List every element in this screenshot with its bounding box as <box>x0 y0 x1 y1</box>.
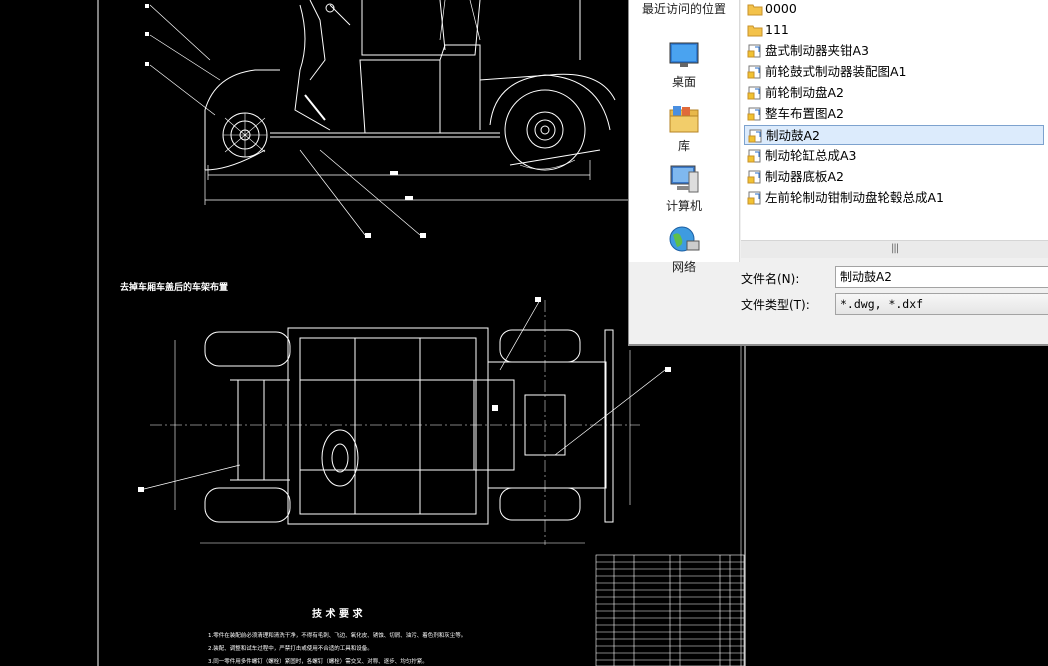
file-name: 0000 <box>765 1 797 16</box>
dwg-file-icon <box>747 107 761 121</box>
file-name: 制动轮缸总成A3 <box>765 148 857 163</box>
file-name: 111 <box>765 22 789 37</box>
drawing-section-title: 去掉车厢车盖后的车架布置 <box>120 281 228 293</box>
file-item[interactable]: 前轮鼓式制动器装配图A1 <box>744 62 1044 82</box>
dwg-file-icon <box>747 170 761 184</box>
dwg-file-icon <box>747 149 761 163</box>
place-label: 计算机 <box>665 199 702 213</box>
folder-item[interactable]: 0000 <box>744 0 1044 19</box>
place-library[interactable]: 库 <box>629 104 739 154</box>
folder-item[interactable]: 111 <box>744 20 1044 40</box>
file-item[interactable]: 盘式制动器夹钳A3 <box>744 41 1044 61</box>
horizontal-scrollbar[interactable]: ||| <box>741 240 1048 258</box>
filetype-select[interactable]: *.dwg, *.dxf <box>835 293 1048 315</box>
file-item[interactable]: 制动鼓A2 <box>744 125 1044 145</box>
filetype-label: 文件类型(T): <box>741 298 810 312</box>
place-desktop[interactable]: 桌面 <box>629 42 739 90</box>
file-name: 前轮制动盘A2 <box>765 85 845 100</box>
place-label: 库 <box>677 139 690 153</box>
file-name: 盘式制动器夹钳A3 <box>765 43 870 58</box>
dwg-file-icon <box>747 86 761 100</box>
place-label: 最近访问的位置 <box>641 2 726 16</box>
dwg-file-icon <box>747 191 761 205</box>
file-item[interactable]: 整车布置图A2 <box>744 104 1044 124</box>
file-item[interactable]: 制动轮缸总成A3 <box>744 146 1044 166</box>
tech-requirement-line: 3.同一零件用多件螺钉（螺栓）紧固时，各螺钉（螺栓）需交叉、对称、逐步、均匀拧紧… <box>208 657 428 665</box>
file-item[interactable]: 前轮制动盘A2 <box>744 83 1044 103</box>
dwg-file-icon <box>747 65 761 79</box>
place-label: 网络 <box>671 260 696 274</box>
tech-requirement-line: 2.装配、调整和试车过程中，严禁打击或使用不合适的工具和设备。 <box>208 644 373 652</box>
filename-label: 文件名(N): <box>741 272 800 286</box>
folder-icon <box>747 4 763 16</box>
file-name: 整车布置图A2 <box>765 106 845 121</box>
scrollbar-grip-icon: ||| <box>891 243 899 254</box>
tech-requirements-title: 技 术 要 求 <box>312 607 363 620</box>
file-item[interactable]: 制动器底板A2 <box>744 167 1044 187</box>
file-name: 制动器底板A2 <box>765 169 845 184</box>
place-network[interactable]: 网络 <box>629 225 739 275</box>
desktop-icon <box>669 42 699 67</box>
dwg-file-icon <box>748 129 762 143</box>
folder-icon <box>747 25 763 37</box>
chassis-top-view <box>138 297 671 545</box>
place-label: 桌面 <box>671 75 696 89</box>
file-list[interactable]: 0000 111 盘式制动器夹钳A3 前轮鼓式制动器装配图A1 前轮制动盘A2 整车布置图… <box>741 0 1048 240</box>
network-icon <box>669 226 700 252</box>
place-computer[interactable]: 计算机 <box>629 164 739 214</box>
filename-input[interactable]: 制动鼓A2 <box>835 266 1048 288</box>
file-open-dialog: 最近访问的位置 桌面 库 <box>628 0 1048 346</box>
file-name: 左前轮制动钳制动盘轮毂总成A1 <box>765 190 945 205</box>
file-name: 制动鼓A2 <box>766 128 821 143</box>
file-item[interactable]: 左前轮制动钳制动盘轮毂总成A1 <box>744 188 1044 208</box>
file-name: 前轮鼓式制动器装配图A1 <box>765 64 907 79</box>
dwg-file-icon <box>747 44 761 58</box>
computer-icon <box>670 165 699 193</box>
title-block-table <box>595 554 745 666</box>
places-bar: 最近访问的位置 桌面 库 <box>629 0 740 274</box>
vehicle-side-view <box>145 0 630 238</box>
place-recent[interactable]: 最近访问的位置 <box>629 0 739 17</box>
tech-requirement-line: 1.零件在装配前必须清理和清洗干净，不得有毛刺、飞边、氧化皮、锈蚀、切屑、油污、… <box>208 631 466 639</box>
library-icon <box>669 106 699 133</box>
